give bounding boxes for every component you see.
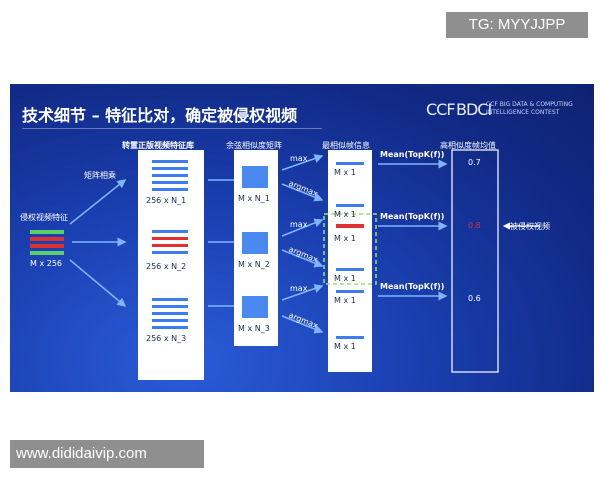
watermark-top: TG: MYYJJPP xyxy=(446,12,588,38)
infringed-label: 被侵权视频 xyxy=(510,222,550,231)
query-dims: M x 256 xyxy=(30,259,62,268)
logo-subtitle-line2: INTELLIGENCE CONTEST xyxy=(486,109,560,116)
logo-subtitle: CCF BIG DATA & COMPUTING INTELLIGENCE CO… xyxy=(486,101,573,117)
arrow-max-2 xyxy=(281,218,324,237)
slide-title: 技术细节 – 特征比对，确定被侵权视频 xyxy=(22,106,298,125)
max-info-4: M x 1 xyxy=(334,274,356,283)
arrow-max-3 xyxy=(281,284,324,301)
op-max-3: max xyxy=(290,284,308,293)
avg-value-2: 0.8 xyxy=(468,221,481,230)
library-block-2-stripes xyxy=(152,230,188,254)
slide: 技术细节 – 特征比对，确定被侵权视频 CCF BDCI CCF BIG DAT… xyxy=(10,84,594,392)
logo-ccf: CCF xyxy=(426,100,456,119)
mean-label-3: Mean(TopK(f)) xyxy=(380,282,445,291)
arrow-argmax-2 xyxy=(281,249,324,268)
max-info-2: M x 1 xyxy=(334,210,356,219)
query-feature-stripes xyxy=(30,230,64,255)
max-info-title: 最相似帧信息 xyxy=(322,141,370,150)
arrow-max-1 xyxy=(281,154,324,171)
logo-bdci: BDCI xyxy=(456,100,492,119)
max-info-highlight xyxy=(336,224,364,228)
op-max-1: max xyxy=(290,154,308,163)
library-block-1-label: 256 x N_1 xyxy=(146,196,187,205)
similarity-block-3 xyxy=(242,296,268,318)
op-max-2: max xyxy=(290,220,308,229)
matmul-label: 矩阵相乘 xyxy=(84,171,116,180)
max-info-1: M x 1 xyxy=(334,168,356,177)
avg-panel xyxy=(451,149,499,373)
arrow-argmax-3 xyxy=(281,315,324,334)
mean-label-1: Mean(TopK(f)) xyxy=(380,150,445,159)
mean-label-2: Mean(TopK(f)) xyxy=(380,212,445,221)
library-block-1-stripes xyxy=(152,160,188,191)
max-info-6: M x 1 xyxy=(334,342,356,351)
similarity-title: 余弦相似度矩阵 xyxy=(226,141,282,150)
library-title: 转置正版视频特征库 xyxy=(122,141,194,150)
title-underline xyxy=(22,128,322,129)
arrow-query-to-lib-1 xyxy=(69,179,127,225)
library-block-3-label: 256 x N_3 xyxy=(146,334,187,343)
library-block-3-stripes xyxy=(152,298,188,329)
diagram-canvas xyxy=(30,149,540,380)
match-dashed-box xyxy=(323,213,377,285)
max-info-5: M x 1 xyxy=(334,296,356,305)
similarity-block-3-label: M x N_3 xyxy=(238,324,270,333)
similarity-block-2-label: M x N_2 xyxy=(238,260,270,269)
watermark-bottom: www.dididaivip.com xyxy=(10,440,204,468)
query-label: 侵权视频特征 xyxy=(20,213,68,222)
arrow-argmax-1 xyxy=(281,183,324,202)
similarity-block-1-label: M x N_1 xyxy=(238,194,270,203)
similarity-block-1 xyxy=(242,166,268,188)
avg-title: 高相似度帧均值 xyxy=(440,141,496,150)
avg-value-3: 0.6 xyxy=(468,294,481,303)
max-info-3: M x 1 xyxy=(334,234,356,243)
arrow-query-to-lib-3 xyxy=(69,259,127,307)
logo-subtitle-line1: CCF BIG DATA & COMPUTING xyxy=(486,101,573,108)
max-info-panel xyxy=(328,150,372,372)
library-block-2-label: 256 x N_2 xyxy=(146,262,187,271)
similarity-block-2 xyxy=(242,232,268,254)
avg-value-1: 0.7 xyxy=(468,158,481,167)
